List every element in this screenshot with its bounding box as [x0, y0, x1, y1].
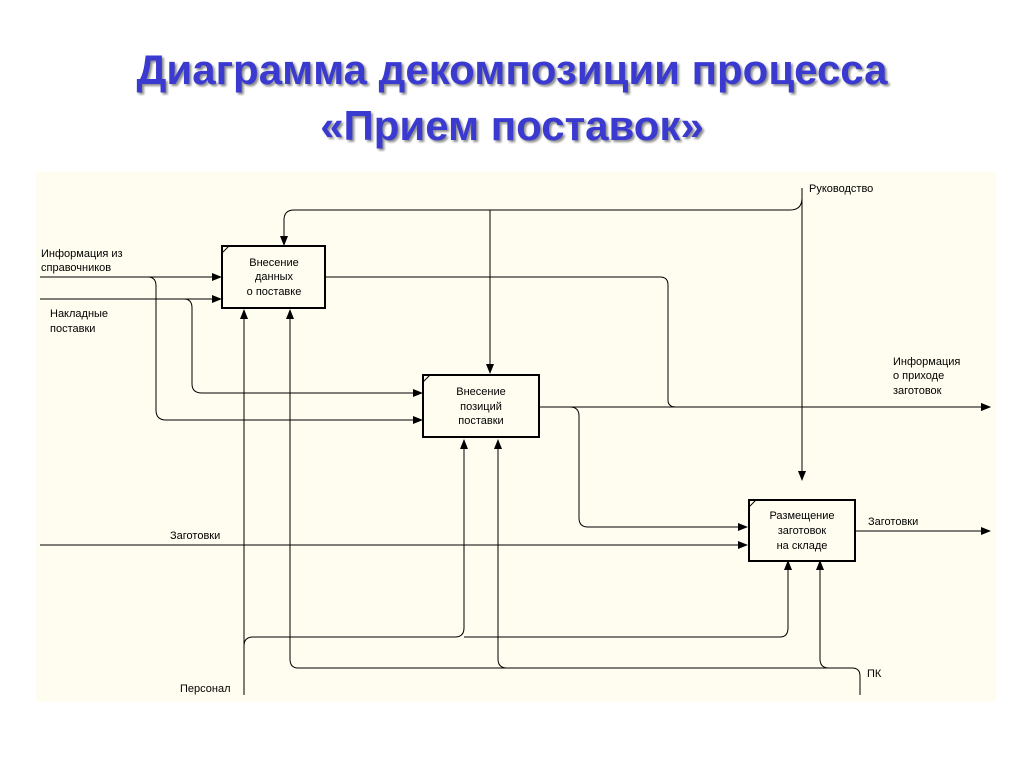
box-b3-line-3: на складе [777, 540, 828, 552]
box-b3-line-2: заготовок [778, 525, 827, 537]
label-info-sprav-line-2: справочников [41, 262, 111, 274]
arrow-nakladnye-to-b2 [183, 298, 423, 397]
label-info-sprav-line-1: Информация из [41, 248, 123, 260]
arrow-pk-to-b3 [816, 560, 830, 669]
input-arrows [40, 273, 748, 549]
label-info-prihod-line-1: Информация [893, 356, 960, 368]
arrow-pk-to-b1 [286, 309, 861, 695]
function-box-b3[interactable]: Размещение заготовок на складе [748, 499, 856, 562]
box-b1-rect[interactable] [221, 245, 326, 309]
arrow-personal-to-b2 [243, 439, 468, 647]
mechanism-arrows-pk [286, 309, 861, 695]
box-b1-line-2: данных [255, 271, 294, 283]
box-b2-rect[interactable] [422, 374, 540, 438]
arrow-b2-to-b3 [569, 406, 748, 531]
label-rukovodstvo: Руководство [809, 183, 873, 195]
box-b3-rect[interactable] [748, 499, 856, 562]
arrow-pk-to-b2 [494, 439, 508, 669]
slide-title: Диаграмма декомпозиции процесса «Прием п… [0, 42, 1024, 154]
box-b2-line-3: поставки [458, 415, 503, 427]
label-nakladnye-line-2: поставки [50, 323, 95, 335]
mechanism-arrows-personal [240, 309, 792, 695]
arrow-labels: Руководство Информация из справочников Н… [41, 183, 960, 695]
label-nakladnye-line-1: Накладные [50, 308, 108, 320]
title-line-2: «Прием поставок» [320, 102, 704, 149]
label-personal: Персонал [180, 683, 231, 695]
output-arrows [326, 276, 991, 535]
function-box-b2[interactable]: Внесение позиций поставки [422, 374, 540, 438]
box-b2-line-1: Внесение [456, 386, 505, 398]
box-b1-line-3: о поставке [247, 286, 302, 298]
arrow-info-sprav-to-b2 [147, 276, 423, 424]
label-zagotovki-in: Заготовки [170, 530, 220, 542]
arrow-rukovodstvo-to-b1 [280, 197, 803, 246]
control-arrows-rukovodstvo [280, 188, 806, 481]
label-info-prihod-line-3: заготовок [893, 385, 942, 397]
label-zagotovki-out: Заготовки [868, 516, 918, 528]
arrow-personal-to-b3 [464, 560, 792, 638]
label-info-prihod-line-2: о приходе [893, 370, 944, 382]
box-b1-line-1: Внесение [249, 257, 298, 269]
box-b3-line-1: Размещение [769, 510, 834, 522]
title-line-1: Диаграмма декомпозиции процесса [136, 46, 888, 93]
function-box-b1[interactable]: Внесение данных о поставке [221, 245, 326, 309]
box-b2-line-2: позиций [460, 401, 502, 413]
label-pk: ПК [867, 668, 882, 680]
